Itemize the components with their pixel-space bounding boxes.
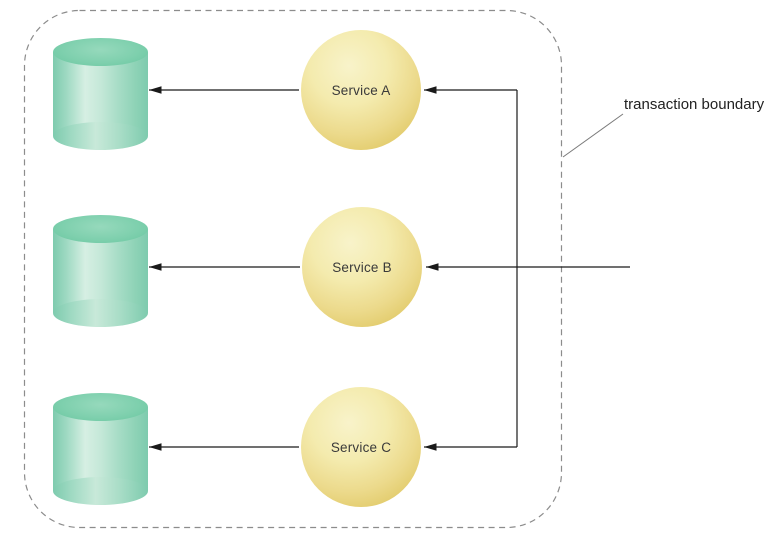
transaction-boundary-label: transaction boundary (624, 96, 764, 113)
cylinder-top (53, 38, 148, 66)
service-b-node: Service B (302, 207, 422, 327)
service-c-node: Service C (301, 387, 421, 507)
datastore-c-cylinder-icon (53, 393, 148, 505)
cylinder-bottom (53, 122, 148, 150)
cylinder-top (53, 215, 148, 243)
boundary-callout-line (562, 113, 624, 158)
cylinder-top (53, 393, 148, 421)
service-a-node: Service A (301, 30, 421, 150)
service-b-label: Service B (332, 259, 392, 275)
service-c-label: Service C (330, 439, 392, 455)
datastore-b-cylinder-icon (53, 215, 148, 327)
cylinder-bottom (53, 477, 148, 505)
datastore-a-cylinder-icon (53, 38, 148, 150)
service-a-label: Service A (331, 82, 391, 98)
transaction-boundary-box (23, 9, 563, 529)
cylinder-bottom (53, 299, 148, 327)
